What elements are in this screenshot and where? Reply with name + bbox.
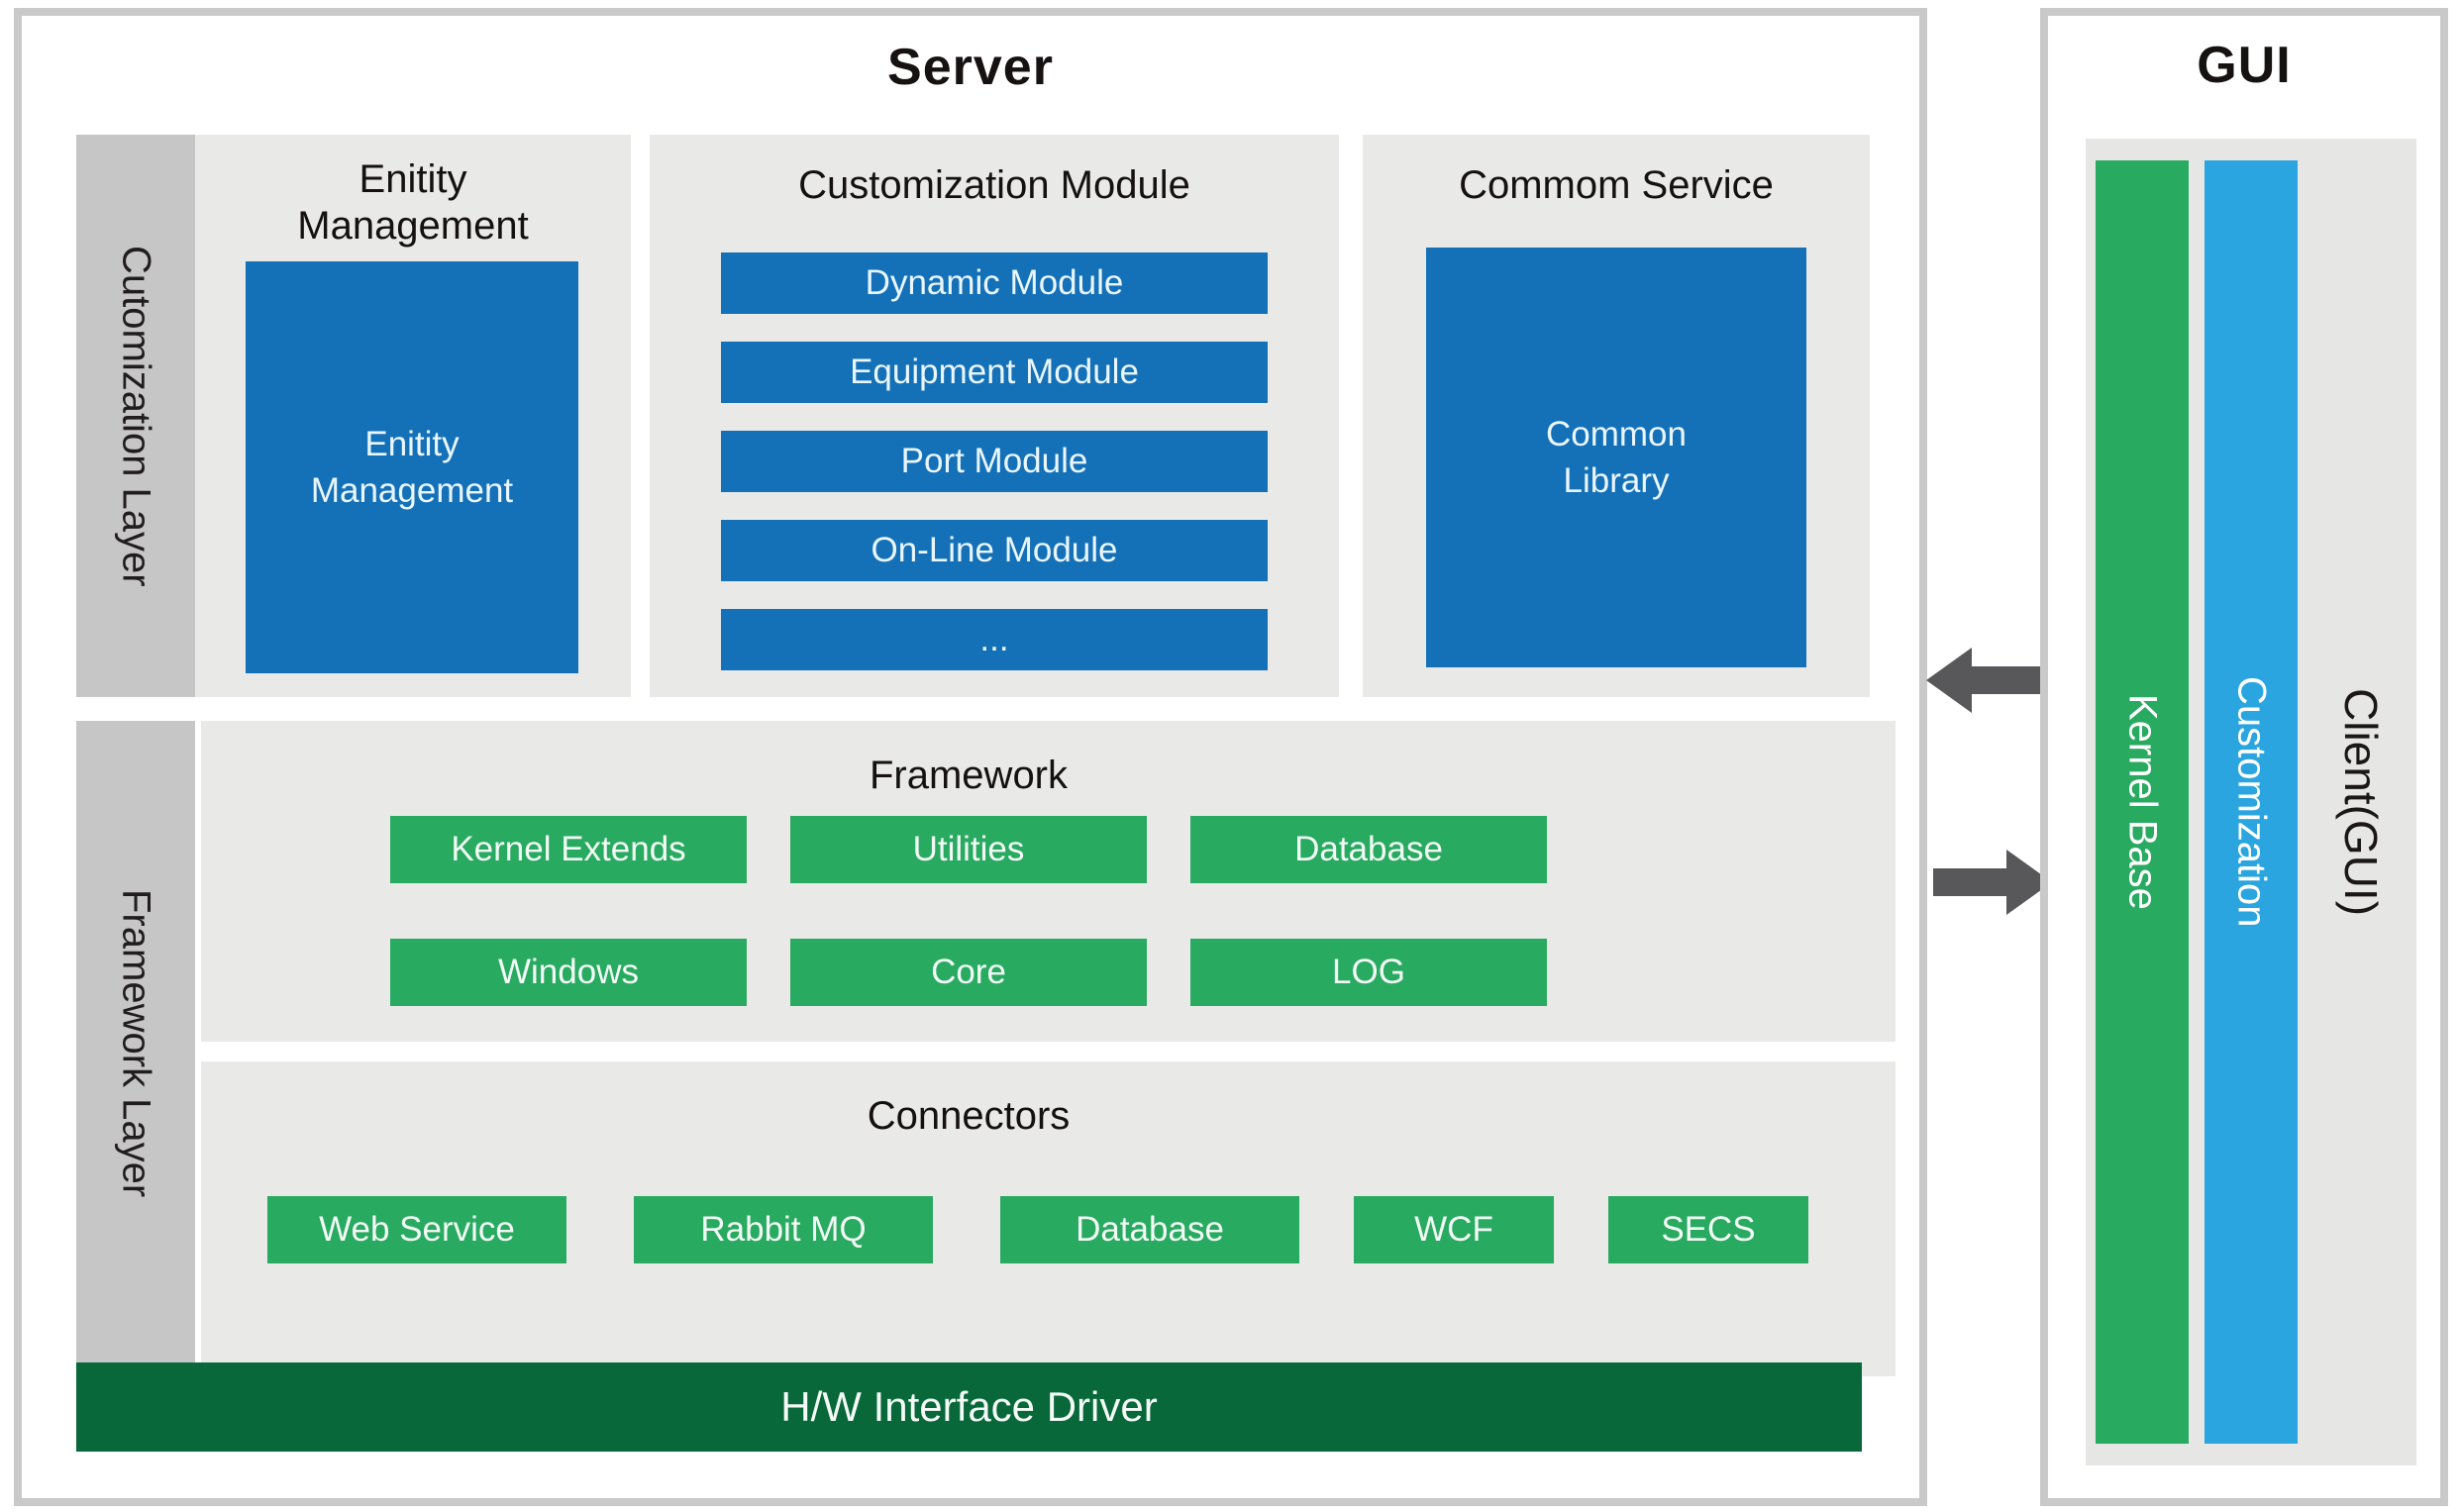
gui-panel: GUI Kernel Base Customization Client(GUI… xyxy=(2040,8,2448,1506)
gui-client-area: Kernel Base Customization Client(GUI) xyxy=(2086,139,2416,1465)
framework-box-windows: Windows xyxy=(390,939,747,1006)
connector-box-rabbit-mq: Rabbit MQ xyxy=(634,1196,933,1263)
framework-box-kernel-extends: Kernel Extends xyxy=(390,816,747,883)
arrow-server-to-gui-icon xyxy=(1933,850,2052,920)
client-gui-label: Client(GUI) xyxy=(2335,687,2387,917)
module-bar-dynamic: Dynamic Module xyxy=(721,252,1268,314)
kernel-base-bar: Kernel Base xyxy=(2096,160,2189,1444)
module-bar-more: ... xyxy=(721,609,1268,670)
server-panel: Server Cutomization Layer Enitity Manage… xyxy=(14,8,1927,1506)
common-service-heading: Commom Service xyxy=(1459,163,1774,207)
module-bar-equipment: Equipment Module xyxy=(721,342,1268,403)
entity-management-box: Enitity Management xyxy=(246,261,578,673)
framework-layer-label: Framework Layer xyxy=(114,889,158,1198)
connector-box-web-service: Web Service xyxy=(267,1196,566,1263)
connector-box-wcf: WCF xyxy=(1354,1196,1554,1263)
connector-box-database: Database xyxy=(1000,1196,1299,1263)
customization-module-heading: Customization Module xyxy=(798,163,1190,207)
framework-box-database: Database xyxy=(1190,816,1547,883)
gui-title: GUI xyxy=(2197,37,2292,94)
connectors-section: Connectors Web Service Rabbit MQ Databas… xyxy=(201,1061,1896,1376)
server-title: Server xyxy=(887,39,1054,96)
hw-interface-driver-bar: H/W Interface Driver xyxy=(76,1362,1862,1452)
common-service-section: Commom Service Common Library xyxy=(1363,135,1870,697)
kernel-base-label: Kernel Base xyxy=(2120,694,2165,910)
gui-customization-bar: Customization xyxy=(2205,160,2298,1444)
framework-box-utilities: Utilities xyxy=(790,816,1147,883)
connectors-heading: Connectors xyxy=(867,1094,1071,1138)
connector-box-secs: SECS xyxy=(1608,1196,1808,1263)
customization-module-section: Customization Module Dynamic Module Equi… xyxy=(650,135,1339,697)
framework-section: Framework Kernel Extends Utilities Datab… xyxy=(201,721,1896,1042)
gui-customization-label: Customization xyxy=(2229,676,2274,928)
customization-layer-sidebar: Cutomization Layer xyxy=(76,135,195,697)
module-bar-online: On-Line Module xyxy=(721,520,1268,581)
framework-heading: Framework xyxy=(869,754,1069,797)
customization-layer-label: Cutomization Layer xyxy=(114,245,158,587)
framework-box-core: Core xyxy=(790,939,1147,1006)
entity-management-section: Enitity Management Enitity Management xyxy=(195,135,631,697)
common-library-box: Common Library xyxy=(1426,248,1806,667)
framework-box-log: LOG xyxy=(1190,939,1547,1006)
framework-layer-sidebar: Framework Layer xyxy=(76,721,195,1366)
module-bar-port: Port Module xyxy=(721,431,1268,492)
client-gui-label-area: Client(GUI) xyxy=(2306,139,2416,1465)
arrow-gui-to-server-icon xyxy=(1926,648,2045,718)
entity-management-heading: Enitity Management xyxy=(297,157,529,249)
